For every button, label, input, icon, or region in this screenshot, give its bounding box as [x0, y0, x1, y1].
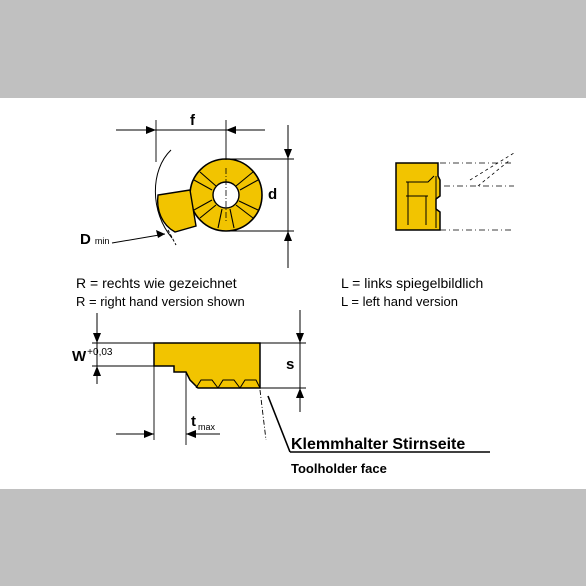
- toolholder-face-en: Toolholder face: [291, 461, 387, 476]
- top-gray-band: [0, 0, 586, 98]
- toolholder-face-leader: [267, 395, 490, 453]
- legend-right-de: R = rechts wie gezeichnet: [76, 275, 237, 291]
- dimension-f-label: f: [190, 112, 195, 129]
- w-tolerance: +0,03: [87, 347, 113, 358]
- bottom-gray-band: [0, 489, 586, 586]
- tmax-main: t: [191, 413, 196, 430]
- insert-front-view: [116, 342, 267, 445]
- legend-left-de: L = links spiegelbildlich: [341, 275, 484, 291]
- dimension-d: [225, 125, 294, 268]
- dimension-f: [116, 120, 265, 162]
- dmin-main: D: [80, 231, 91, 248]
- legend-left-en: L = left hand version: [341, 294, 458, 309]
- legend-right-en: R = right hand version shown: [76, 294, 245, 309]
- w-main: W: [72, 348, 87, 365]
- insert-side-view: [395, 152, 515, 231]
- dimension-w-label: W+0,03: [72, 347, 113, 365]
- dimension-d-label: d: [268, 186, 278, 203]
- dimension-s: [260, 310, 306, 412]
- tmax-subscript: max: [198, 422, 216, 432]
- dimension-w: [92, 313, 154, 384]
- toolholder-face-de: Klemmhalter Stirnseite: [291, 436, 466, 453]
- dmin-subscript: min: [94, 236, 110, 246]
- dimension-s-label: s: [286, 356, 295, 373]
